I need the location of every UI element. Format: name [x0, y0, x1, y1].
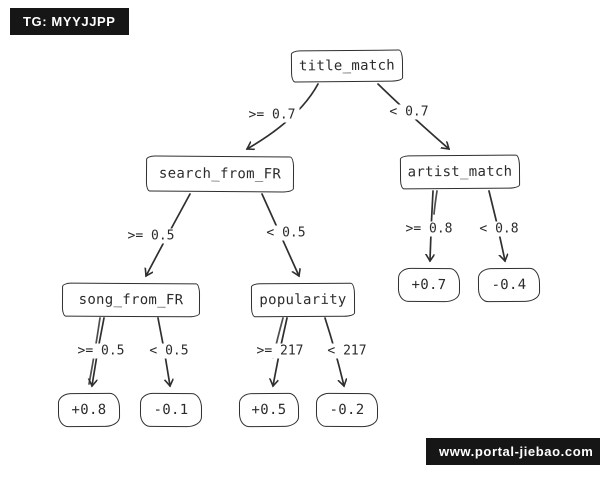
node-search-from-fr-label: search_from_FR [158, 165, 282, 183]
leaf-plus-0-5-label: +0.5 [251, 401, 287, 419]
watermark-bottom-right: www.portal-jiebao.com [426, 438, 600, 465]
leaf-plus-0-8: +0.8 [57, 392, 121, 428]
watermark-top-left: TG: MYYJJPP [10, 8, 129, 35]
leaf-plus-0-8-label: +0.8 [71, 401, 107, 419]
leaf-plus-0-5: +0.5 [238, 392, 300, 428]
leaf-minus-0-4-label: -0.4 [491, 276, 527, 294]
node-title-match-label: title_match [298, 57, 396, 75]
leaf-minus-0-2: -0.2 [315, 392, 379, 428]
edge-label-popularity-left: >= 217 [252, 343, 308, 359]
leaf-minus-0-1-label: -0.1 [153, 401, 189, 419]
node-popularity-label: popularity [259, 291, 347, 309]
edge-label-song-left: >= 0.5 [73, 343, 129, 359]
edge-label-search-left: >= 0.5 [123, 228, 179, 244]
edge-artist-to-plus07-sketch [433, 190, 438, 215]
node-popularity: popularity [250, 282, 356, 318]
node-artist-match: artist_match [399, 154, 521, 190]
edge-label-artist-left: >= 0.8 [401, 221, 457, 237]
edge-label-popularity-right: < 217 [323, 343, 371, 359]
edge-label-title-left: >= 0.7 [244, 107, 300, 123]
node-song-from-fr-label: song_from_FR [78, 291, 184, 309]
leaf-minus-0-2-label: -0.2 [329, 401, 365, 419]
node-search-from-fr: search_from_FR [145, 155, 295, 193]
edge-label-search-right: < 0.5 [262, 225, 310, 241]
node-title-match: title_match [290, 49, 404, 83]
edge-label-title-right: < 0.7 [385, 104, 433, 120]
edge-label-song-right: < 0.5 [145, 343, 193, 359]
node-artist-match-label: artist_match [407, 163, 513, 181]
leaf-plus-0-7-label: +0.7 [411, 276, 447, 294]
leaf-minus-0-1: -0.1 [139, 392, 203, 428]
leaf-plus-0-7: +0.7 [397, 267, 461, 303]
node-song-from-fr: song_from_FR [61, 282, 201, 318]
leaf-minus-0-4: -0.4 [477, 267, 541, 303]
edge-label-artist-right: < 0.8 [475, 221, 523, 237]
